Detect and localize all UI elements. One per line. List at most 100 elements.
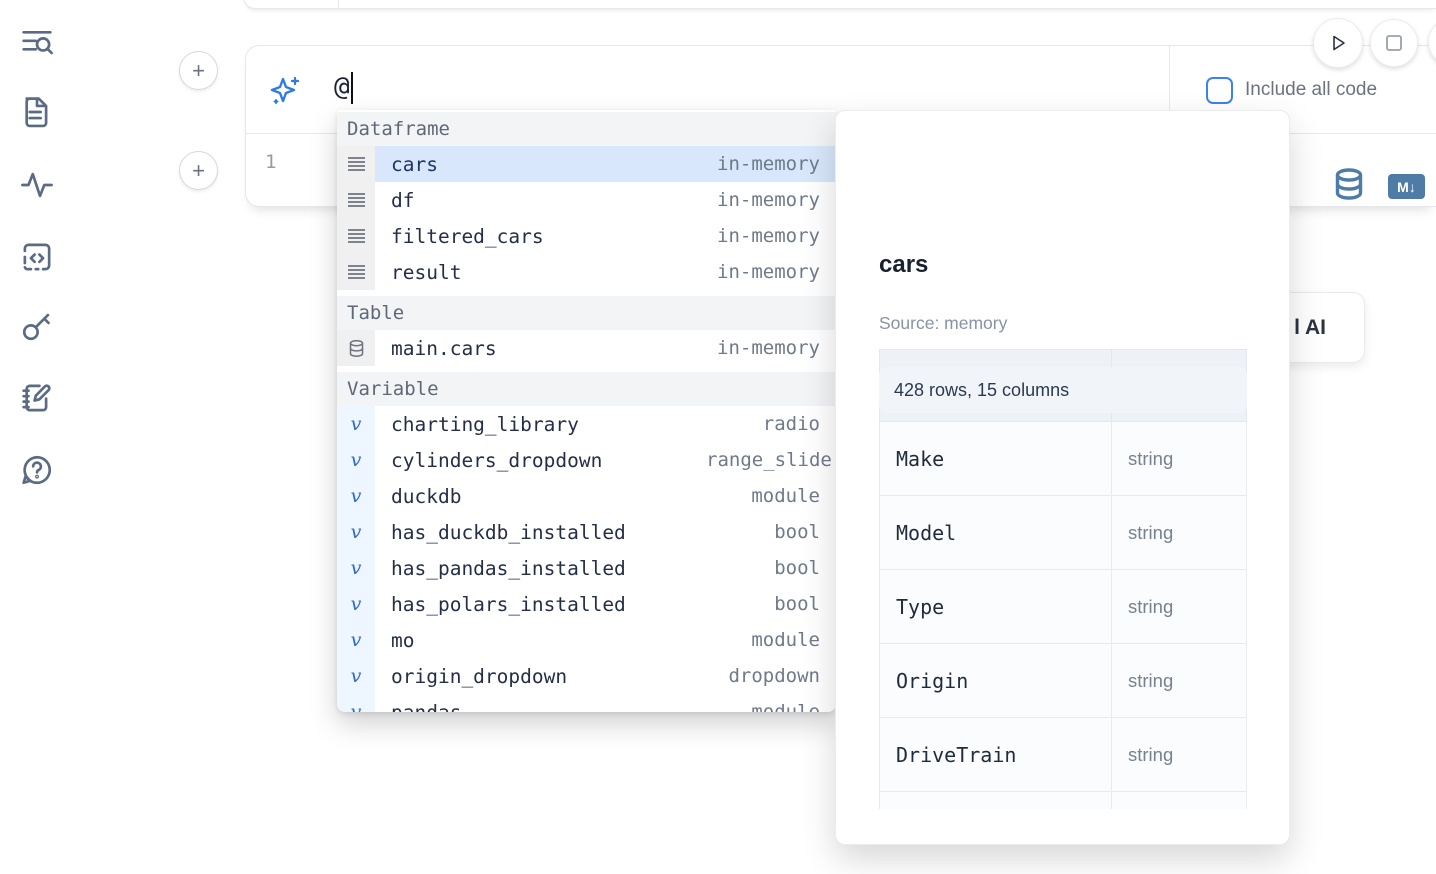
variable-icon: v [337,550,375,586]
column-name: Make [879,421,1112,496]
item-name: main.cars [391,336,497,360]
item-type: in-memory [717,189,820,211]
item-type: range_slider [706,449,836,471]
section-header-dataframe: Dataframe [337,112,836,146]
item-name: has_duckdb_installed [391,520,626,544]
item-name: charting_library [391,412,579,436]
schema-row-partial [879,791,1247,809]
table-icon [337,330,375,366]
file-text-icon[interactable] [18,93,55,130]
text-cursor [350,72,353,104]
item-type: radio [762,413,820,435]
dataframe-icon [337,182,375,218]
item-name: origin_dropdown [391,664,568,688]
item-type: bool [774,557,820,579]
autocomplete-item-charting_library[interactable]: v charting_library radio [337,406,836,442]
panel-source: Source: memory [879,313,1008,333]
add-cell-button-bottom[interactable]: + [179,151,218,190]
item-name: pandas [391,700,462,713]
include-all-code-checkbox[interactable] [1206,76,1233,104]
code-editor[interactable]: 1 [246,135,1436,206]
previous-cell [243,0,1436,9]
item-name: duckdb [391,484,462,508]
item-name: has_polars_installed [391,592,626,616]
item-type: bool [774,521,820,543]
item-type: in-memory [717,225,820,247]
column-type: string [1111,717,1247,792]
dataframe-icon [337,254,375,290]
autocomplete-item-has_duckdb_installed[interactable]: v has_duckdb_installed bool [337,514,836,550]
column-type: string [1111,421,1247,496]
add-cell-button-top[interactable]: + [179,51,218,90]
variable-icon: v [337,478,375,514]
variable-icon: v [337,442,375,478]
list-search-icon[interactable] [18,23,55,60]
item-name: has_pandas_installed [391,556,626,580]
dataframe-preview-panel: cars Source: memory ColumnTypeMakestring… [835,110,1290,845]
item-name: cylinders_dropdown [391,448,603,472]
item-type: dropdown [728,665,820,687]
item-name: cars [391,152,438,176]
database-icon[interactable] [1334,168,1364,200]
item-type: in-memory [717,261,820,283]
help-chat-icon[interactable] [18,451,55,488]
autocomplete-item-df[interactable]: df in-memory [337,182,836,218]
column-type: string [1111,495,1247,570]
variable-icon: v [337,694,375,712]
line-number: 1 [265,151,277,173]
autocomplete-item-cars[interactable]: cars in-memory [337,146,836,182]
ai-prompt-input[interactable]: @ [334,72,353,104]
column-name: Type [879,569,1112,644]
notebook-pen-icon[interactable] [18,379,55,416]
dataframe-icon [337,146,375,182]
autocomplete-item-result[interactable]: result in-memory [337,254,836,290]
variable-icon: v [337,658,375,694]
markdown-icon[interactable]: M↓ [1388,174,1425,199]
schema-table-wrap: ColumnTypeMakestringModelstringTypestrin… [879,349,1247,809]
include-all-code-label: Include all code [1245,79,1378,100]
column-name: Model [879,495,1112,570]
autocomplete-item-cylinders_dropdown[interactable]: v cylinders_dropdown range_slider [337,442,836,478]
column-type: string [1111,569,1247,644]
autocomplete-item-has_pandas_installed[interactable]: v has_pandas_installed bool [337,550,836,586]
variable-icon: v [337,406,375,442]
item-name: df [391,188,415,212]
dataframe-icon [337,218,375,254]
autocomplete-item-has_polars_installed[interactable]: v has_polars_installed bool [337,586,836,622]
section-header-variable: Variable [337,372,836,406]
sparkles-icon [270,76,300,104]
item-type: module [751,629,820,651]
item-name: result [391,260,462,284]
stop-button[interactable] [1370,19,1418,67]
item-type: bool [774,593,820,615]
item-type: module [751,701,820,712]
autocomplete-item-filtered_cars[interactable]: filtered_cars in-memory [337,218,836,254]
key-icon[interactable] [18,307,55,344]
column-name: Origin [879,643,1112,718]
column-name: DriveTrain [879,717,1112,792]
item-type: in-memory [717,337,820,359]
item-name: mo [391,628,415,652]
code-square-icon[interactable] [18,238,55,275]
variable-icon: v [337,514,375,550]
item-type: module [751,485,820,507]
autocomplete-item-origin_dropdown[interactable]: v origin_dropdown dropdown [337,658,836,694]
autocomplete-item-pandas[interactable]: v pandas module [337,694,836,712]
schema-table: ColumnTypeMakestringModelstringTypestrin… [879,349,1247,809]
run-cell-button[interactable] [1313,18,1363,68]
item-type: in-memory [717,153,820,175]
autocomplete-item-main.cars[interactable]: main.cars in-memory [337,330,836,366]
activity-icon[interactable] [18,166,55,203]
shape-badge: 428 rows, 15 columns [879,367,1247,413]
column-type: string [1111,643,1247,718]
section-header-table: Table [337,296,836,330]
item-name: filtered_cars [391,224,544,248]
variable-icon: v [337,586,375,622]
